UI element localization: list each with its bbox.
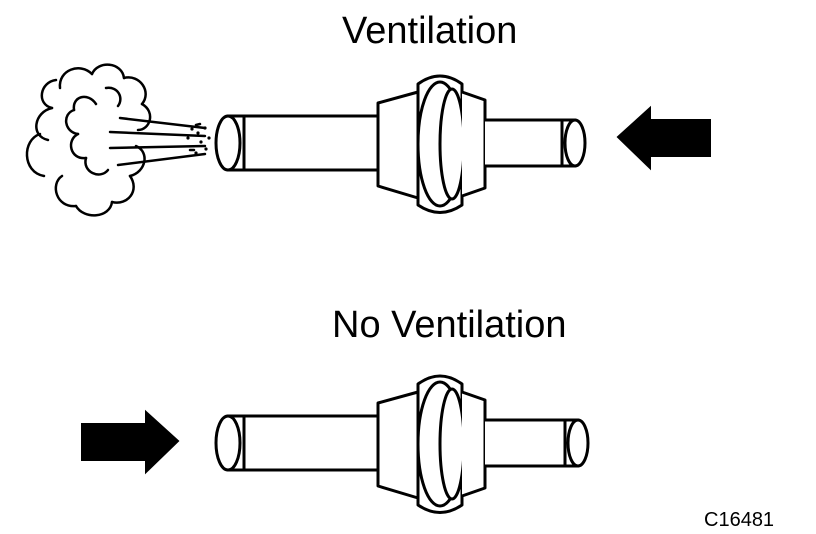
valve-bottom [214, 374, 590, 514]
ventilation-label: Ventilation [342, 10, 518, 52]
arrow-left-icon [616, 105, 711, 171]
arrow-right-icon [81, 409, 180, 475]
no-ventilation-label: No Ventilation [332, 304, 567, 346]
valve-top [214, 74, 587, 214]
air-cloud [25, 63, 152, 217]
figure-code: C16481 [704, 509, 775, 531]
air-spray-lines [108, 116, 207, 167]
air-spray-dots [186, 126, 211, 155]
